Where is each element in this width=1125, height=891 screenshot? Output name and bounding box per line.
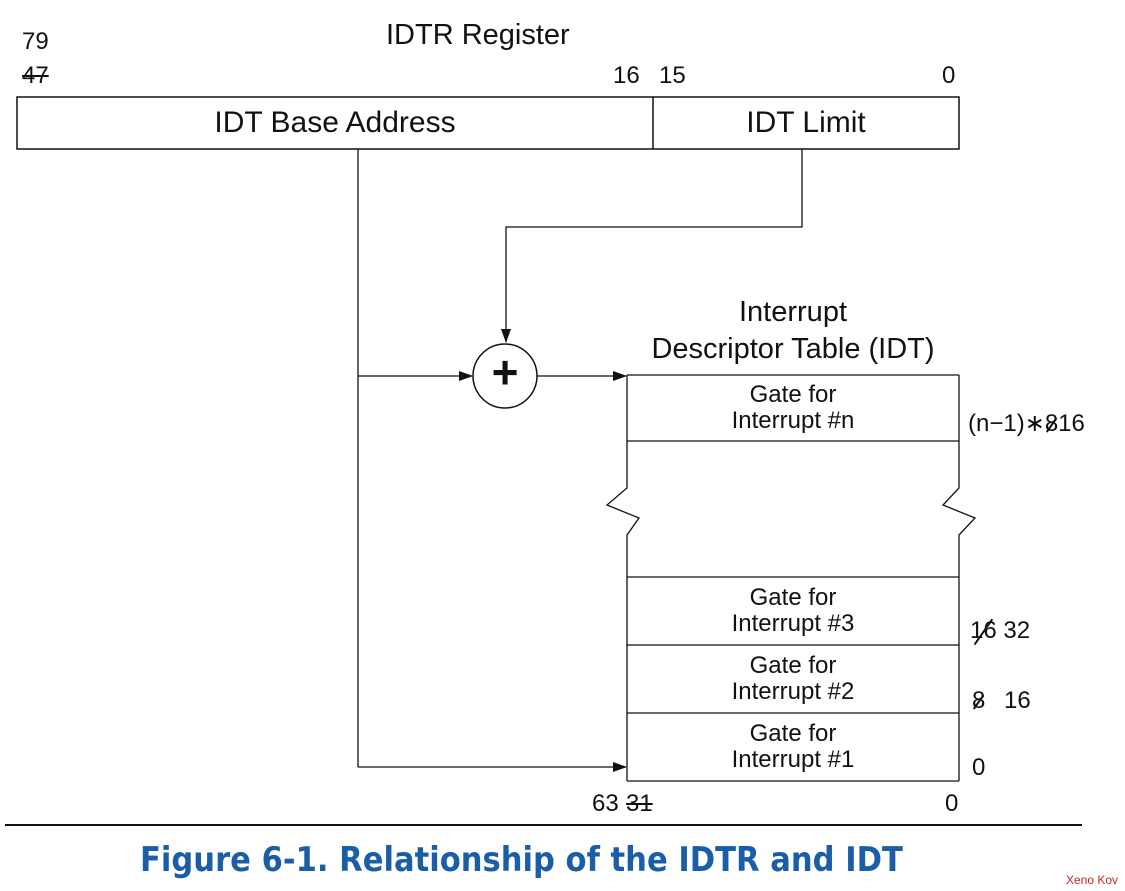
gate-interrupt-2: Gate for Interrupt #2 [627, 653, 959, 705]
gate-line2: Interrupt #n [731, 407, 855, 434]
watermark-label: Xeno Kov [1064, 873, 1121, 887]
offset-n-prefix: (n−1)∗ [968, 410, 1045, 437]
idt-bit-31-struck: 31 [626, 790, 653, 817]
offset-n-struck: 8 [1044, 410, 1059, 437]
offset-n-value: 16 [1058, 410, 1085, 437]
gate-interrupt-n: Gate for Interrupt #n [627, 382, 959, 434]
idtr-bit-79: 79 [22, 28, 49, 55]
offset-interrupt-n: (n−1)∗816 [968, 409, 1085, 438]
idt-bit-0: 0 [945, 790, 959, 817]
offset-interrupt-2: 8 16 [972, 687, 1031, 715]
gate-line1: Gate for [749, 584, 837, 611]
figure-caption: Figure 6-1. Relationship of the IDTR and… [140, 840, 903, 880]
idtr-register-box [16, 96, 960, 150]
offset-interrupt-1: 0 [972, 754, 986, 781]
gate-line1: Gate for [749, 381, 837, 408]
idtr-register-title: IDTR Register [386, 19, 570, 51]
offset-2-struck: 8 [972, 687, 986, 714]
gate-line1: Gate for [749, 652, 837, 679]
gate-interrupt-3: Gate for Interrupt #3 [627, 585, 959, 637]
gate-interrupt-1: Gate for Interrupt #1 [627, 721, 959, 773]
adder-plus-icon: + [491, 346, 519, 398]
idtr-bit-15: 15 [659, 62, 686, 89]
offset-interrupt-3: 16 32 [970, 617, 1030, 645]
gate-line2: Interrupt #1 [731, 746, 855, 773]
gate-line1: Gate for [749, 720, 837, 747]
idtr-bit-47-struck: 47 [22, 62, 49, 89]
limit-line [501, 149, 803, 343]
idt-title-line1: Interrupt [739, 296, 847, 328]
gate-line2: Interrupt #2 [731, 678, 855, 705]
offset-2-value: 16 [1004, 687, 1031, 714]
offset-3-value: 32 [1003, 617, 1031, 644]
idtr-bit-16: 16 [613, 62, 640, 89]
idt-base-address-field: IDT Base Address [214, 106, 456, 139]
idtr-bit-0: 0 [942, 62, 956, 89]
idt-limit-field: IDT Limit [746, 106, 866, 139]
idt-table [605, 374, 977, 782]
idt-title-line2: Descriptor Table (IDT) [651, 333, 935, 365]
offset-3-struck: 16 [970, 617, 997, 644]
idt-bit-63: 63 [592, 790, 619, 817]
gate-line2: Interrupt #3 [731, 610, 855, 637]
